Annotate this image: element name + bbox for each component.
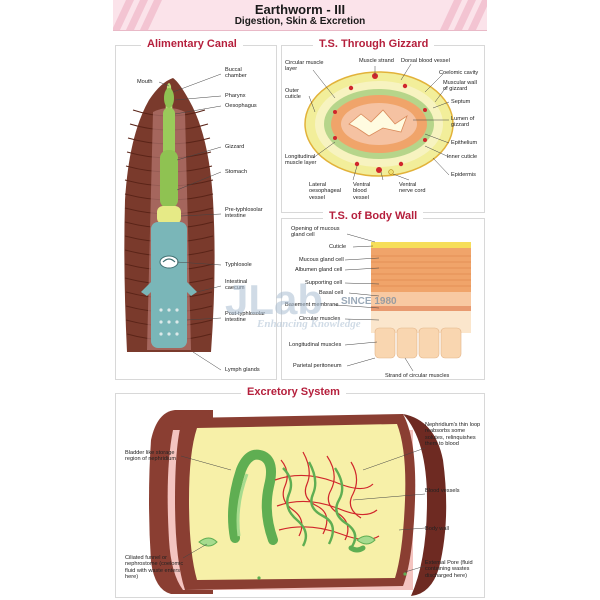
label-dorsal-vessel: Dorsal blood vessel [401,58,450,64]
label-muscle-strand: Muscle strand [359,58,394,64]
title-bar: Earthworm - III Digestion, Skin & Excret… [113,0,487,31]
watermark-tagline: Enhancing Knowledge [257,318,361,330]
label-external-pore: External Pore (fluid containing wastes d… [425,560,473,579]
page-title: Earthworm - III [254,2,346,17]
label-bladder: Bladder like storage region of nephridiu… [125,450,176,463]
label-epidermis: Epidermis [451,172,476,178]
alimentary-title: Alimentary Canal [141,38,243,50]
page-subtitle: Digestion, Skin & Excretion [234,16,366,27]
label-inner-cuticle: Inner cuticle [447,154,478,160]
label-basal-cell: Basal cell [319,290,343,296]
label-caecum: Intestinal caecum [225,279,248,292]
label-body-wall-exc: Body wall [425,526,449,532]
label-blood-vessels: Blood vessels [425,488,460,494]
label-muscular-wall: Muscular wall of gizzard [443,80,477,93]
label-funnel: Ciliated funnel or nephrostome (coelomic… [125,555,184,581]
label-longitudinal-muscles: Longitudinal muscles [289,342,342,348]
label-circular-muscles: Circular muscles [299,316,341,322]
label-lumen: Lumen of gizzard [451,116,475,129]
gizzard-title: T.S. Through Gizzard [313,38,435,50]
label-pharynx: Pharynx [225,93,246,99]
label-mucous-opening: Opening of mucous gland cell [291,226,340,239]
label-epithelium: Epithelium [451,140,478,146]
label-pre-typhlosolar: Pre-typhlosolar intestine [225,207,263,220]
label-lymph: Lymph glands [225,367,260,373]
excretory-title: Excretory System [241,386,346,398]
label-typhlosole: Typhlosole [225,262,252,268]
label-albumen-cell: Albumen gland cell [295,267,343,273]
label-parietal-peritoneum: Parietal peritoneum [293,363,342,369]
label-basement-membrane: Basement membrane [285,302,339,308]
label-cuticle: Cuticle [329,244,347,250]
body-wall-title: T.S. of Body Wall [323,210,424,222]
watermark-since: SINCE 1980 [341,296,397,307]
label-buccal: Buccal chamber [225,67,247,80]
label-thin-loop: Nephridium's thin loop reabsorbs some so… [425,422,481,448]
label-septum: Septum [451,99,471,105]
label-gizzard: Gizzard [225,144,245,150]
label-outer-cuticle: Outer cuticle [285,88,301,101]
poster: Earthworm - III Digestion, Skin & Excret… [113,0,487,600]
alimentary-illustration [124,63,471,596]
label-mucous-cell: Mucous gland cell [299,257,344,263]
label-lateral-vessel: Lateral oesophageal vessel [309,182,342,201]
label-ventral-vessel: Ventral blood vessel [353,182,371,201]
label-supporting-cell: Supporting cell [305,280,343,286]
label-stomach: Stomach [225,169,248,175]
label-post-typhlosolar: Post-typhlosolar intestine [225,311,266,324]
label-circular-muscle: Circular muscle layer [285,60,324,73]
label-ventral-nerve: Ventral nerve cord [399,182,426,195]
label-longitudinal-muscle: Longitudinal muscle layer [285,154,317,167]
label-strand-circular: Strand of circular muscles [385,373,450,379]
label-oesophagus: Oesophagus [225,103,257,109]
label-coelomic-cavity: Coelomic cavity [439,70,479,76]
watermark-brand: JLab [225,276,324,323]
label-mouth: Mouth [137,79,153,85]
